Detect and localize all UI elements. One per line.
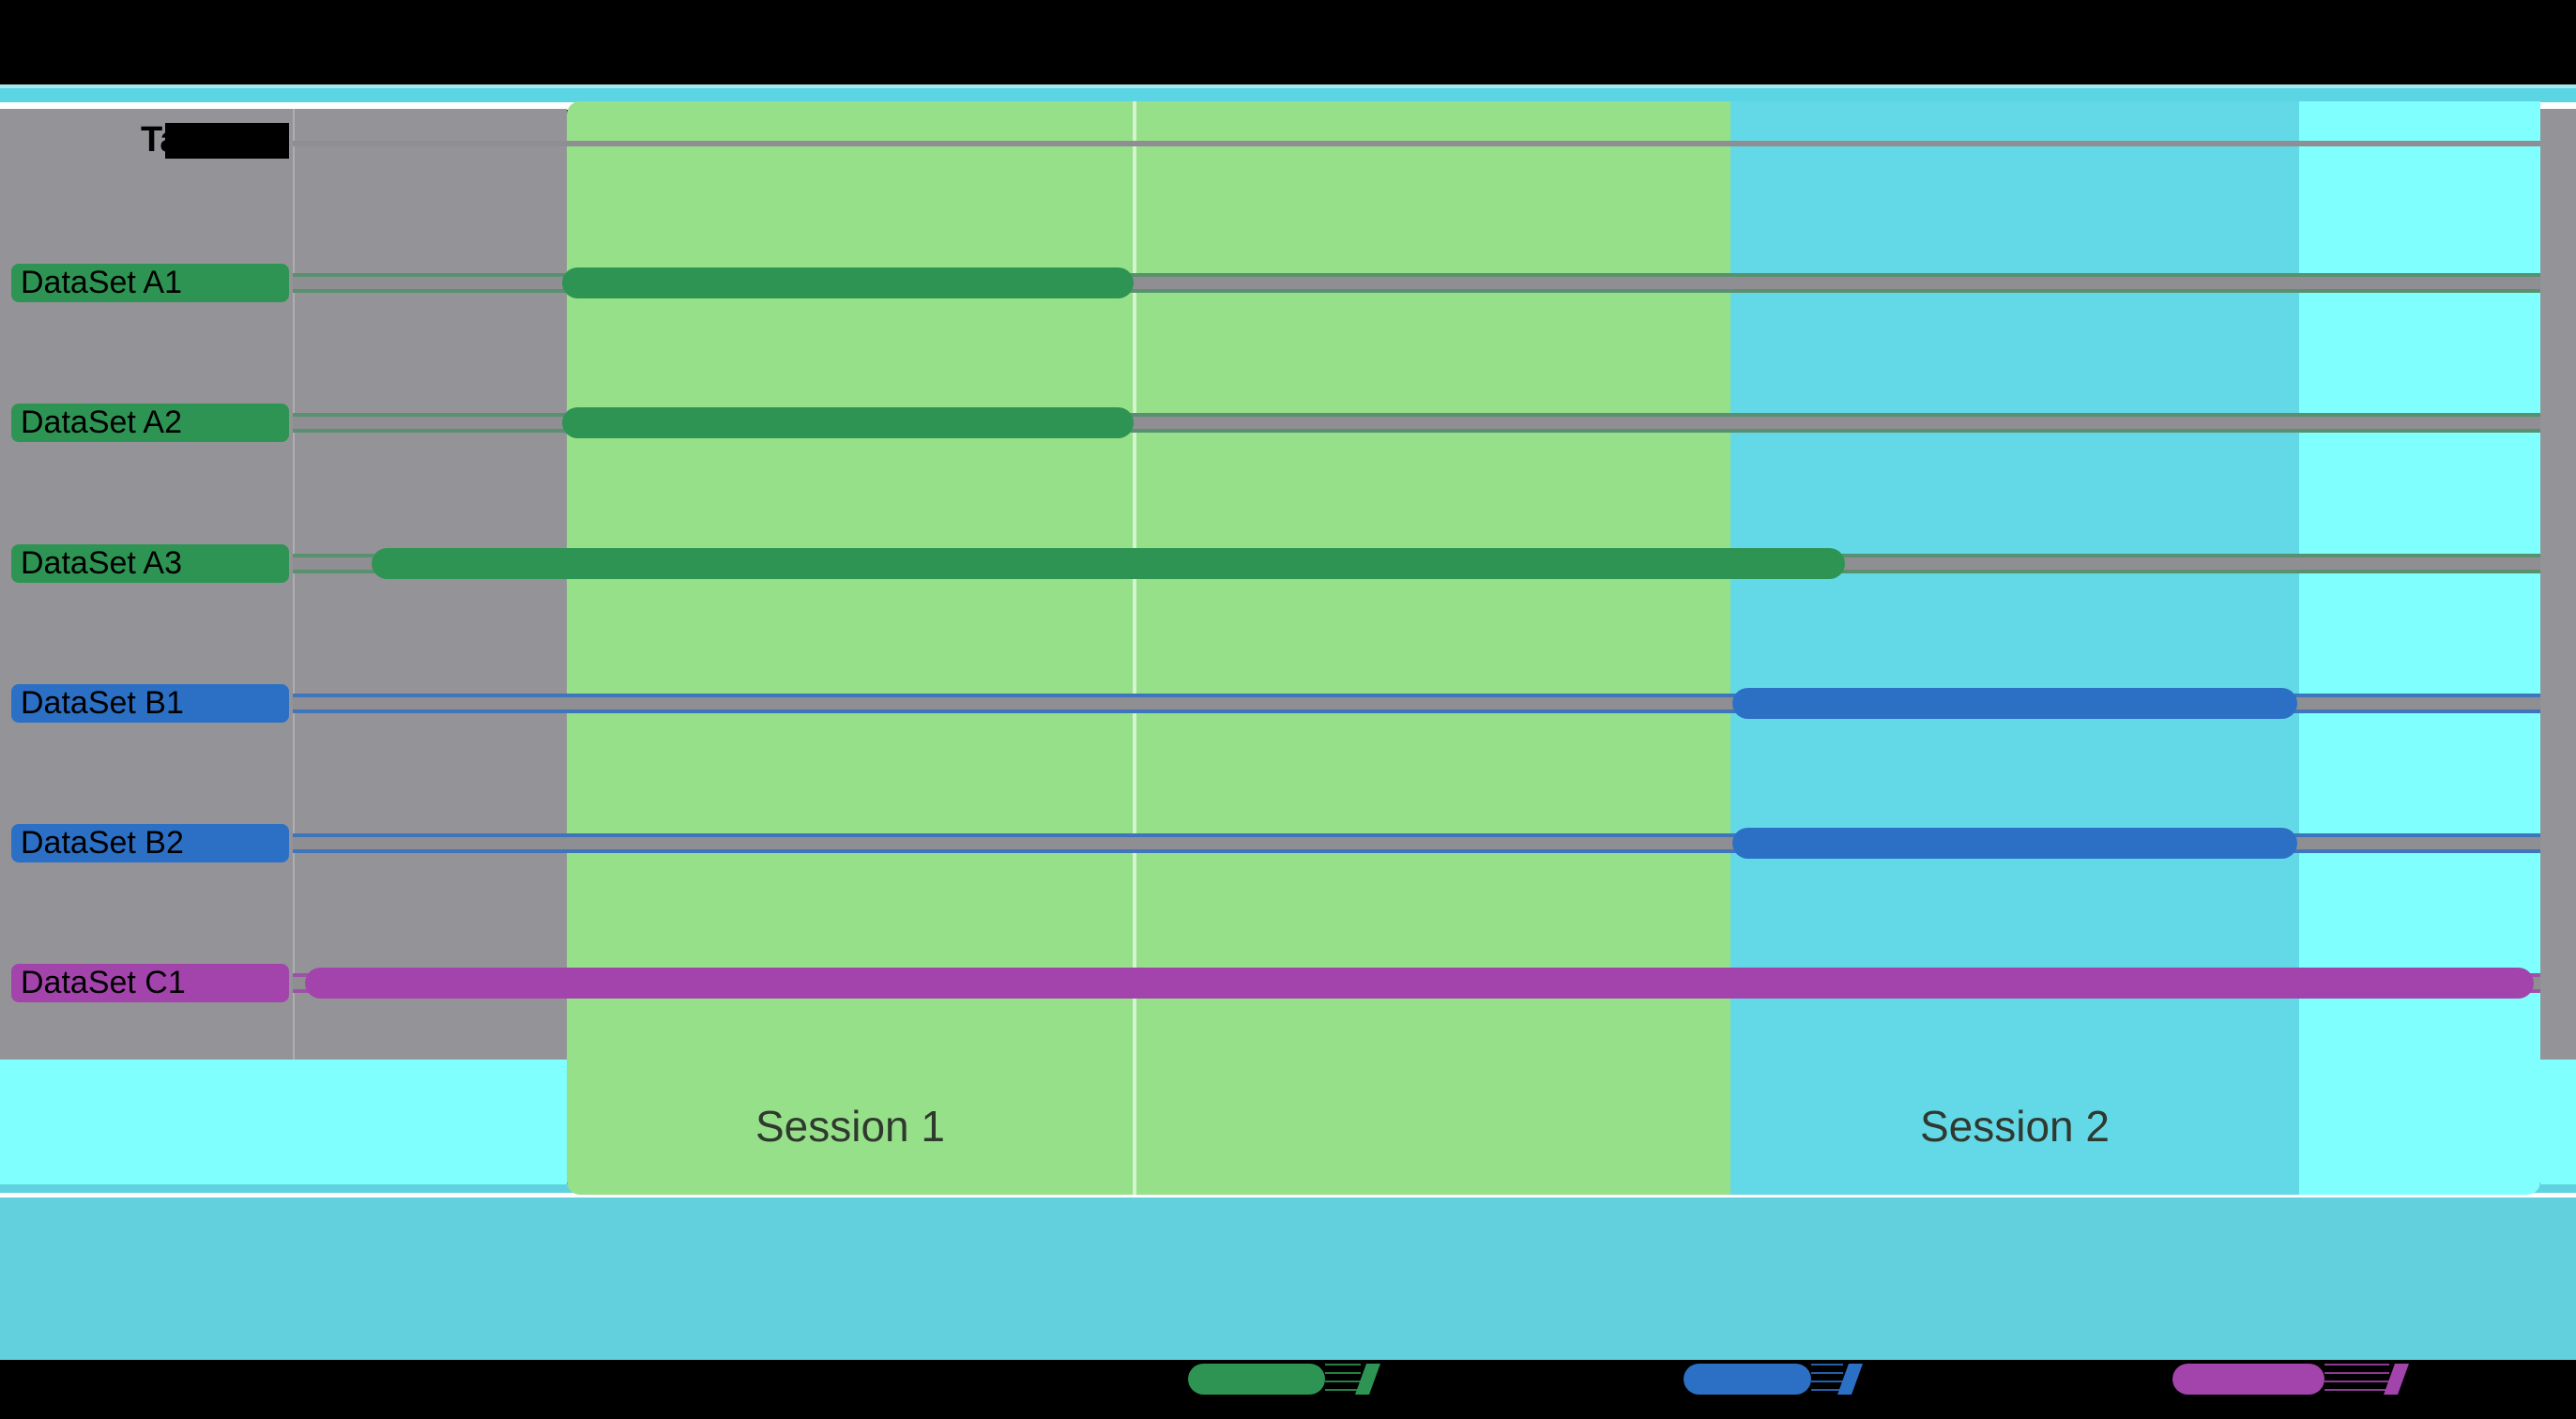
- task-header-redaction-box: [165, 123, 289, 159]
- row-label-pill: DataSet A3: [11, 544, 289, 583]
- gantt-bar: [305, 968, 2534, 999]
- task-label-column: [0, 109, 293, 1060]
- row-label-pill: DataSet B2: [11, 824, 289, 862]
- legend-label-redacted-streak: [1811, 1364, 1843, 1395]
- legend-swatch: [1684, 1364, 1811, 1395]
- row-label-pill: DataSet B1: [11, 684, 289, 723]
- session-2-label: Session 2: [1919, 1102, 2110, 1151]
- session-1-label: Session 1: [755, 1102, 945, 1151]
- legend-label-redacted-streak: [2324, 1364, 2389, 1395]
- session-1-band: [567, 101, 1730, 1195]
- bottom-white-divider: [0, 1193, 2576, 1198]
- gantt-bar: [562, 267, 1134, 298]
- header-gridline: [293, 141, 2540, 146]
- top-cyan-strip: [0, 84, 2576, 102]
- legend-swatch: [2172, 1364, 2324, 1395]
- gantt-bar: [1732, 688, 2297, 719]
- session-1-midpoint-gridline: [1133, 101, 1136, 1195]
- gantt-bar: [372, 548, 1845, 579]
- bottom-teal-band: [0, 1198, 2576, 1360]
- top-cyan-strip-highlight: [0, 84, 2576, 88]
- post-session-aqua-band: [2299, 101, 2540, 1195]
- pre-session-gray-column: [293, 109, 567, 1060]
- right-gray-margin: [2540, 109, 2576, 1060]
- session-2-band: [1730, 101, 2299, 1195]
- row-label-pill: DataSet C1: [11, 964, 289, 1002]
- row-label-pill: DataSet A1: [11, 264, 289, 302]
- legend-swatch: [1188, 1364, 1325, 1395]
- bottom-left-aqua-strip: [0, 1060, 567, 1184]
- gantt-bar: [1732, 828, 2297, 859]
- bottom-right-aqua-strip: [2540, 1060, 2576, 1184]
- legend-label-redacted-streak: [1325, 1364, 1361, 1395]
- row-label-pill: DataSet A2: [11, 404, 289, 442]
- gantt-bar: [562, 407, 1134, 438]
